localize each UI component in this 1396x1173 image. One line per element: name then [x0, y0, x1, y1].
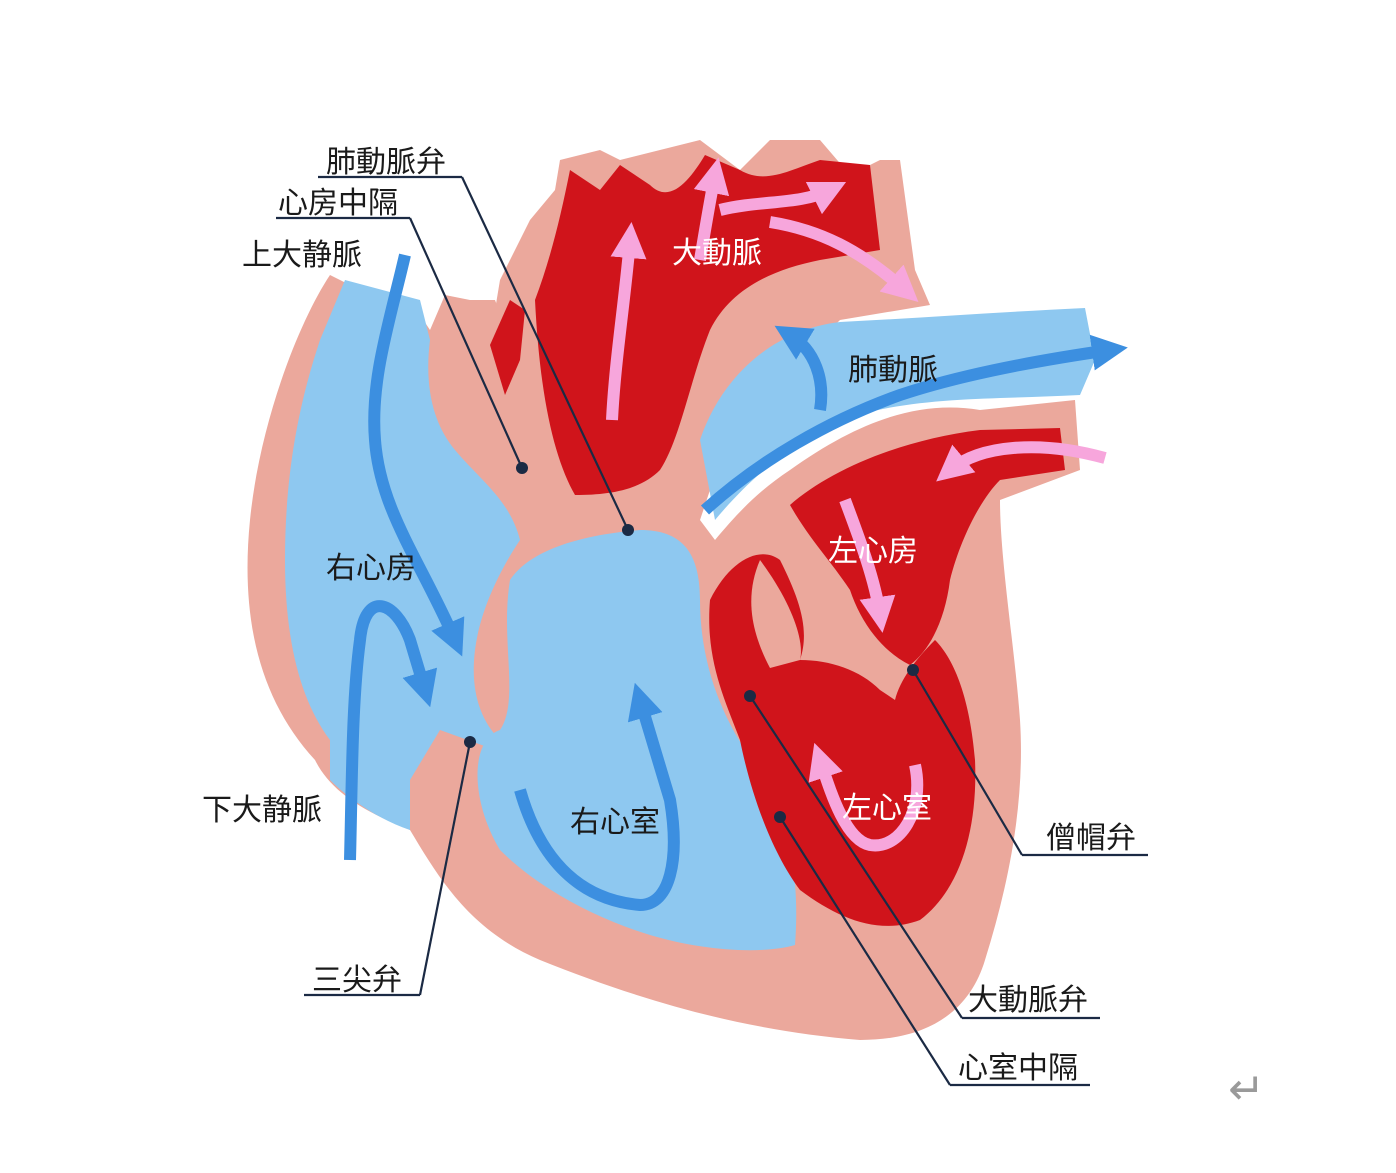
label-pulmonary-valve: 肺動脈弁 [326, 145, 446, 180]
label-ventricular-septum: 心室中隔 [958, 1051, 1078, 1086]
pulmonary-artery-region [700, 308, 1095, 520]
arterial-flow-arrows [606, 157, 1107, 852]
label-inferior-vena-cava: 下大静脈 [202, 793, 322, 828]
venous-flow-arrows [344, 253, 1128, 912]
return-icon: ↵ [1228, 1064, 1265, 1115]
label-aorta: 大動脈 [672, 236, 762, 271]
label-atrial-septum: 心房中隔 [278, 186, 398, 221]
ventricular-septum-marker [774, 811, 786, 823]
atrial-septum-marker [516, 462, 528, 474]
pulmonary-valve-marker [622, 524, 634, 536]
label-right-ventricle: 右心室 [570, 805, 660, 840]
label-pulmonary-artery: 肺動脈 [848, 353, 938, 388]
label-aortic-valve: 大動脈弁 [968, 983, 1088, 1018]
tricuspid-valve-marker [464, 736, 476, 748]
label-left-atrium: 左心房 [828, 534, 918, 569]
aortic-valve-marker [744, 690, 756, 702]
label-tricuspid-valve: 三尖弁 [312, 963, 402, 998]
left-atrium-region [790, 428, 1065, 665]
label-left-ventricle: 左心室 [842, 791, 932, 826]
right-ventricle-region [477, 530, 797, 951]
left-ventricle-region [709, 554, 976, 926]
label-right-atrium: 右心房 [326, 551, 416, 586]
leader-lines [276, 175, 1148, 1087]
label-mitral-valve: 僧帽弁 [1046, 821, 1136, 856]
labels: 肺動脈弁 心房中隔 上大静脈 大動脈 肺動脈 右心房 左心房 下大静脈 右心室 … [202, 145, 1136, 1086]
mitral-valve-marker [907, 664, 919, 676]
label-superior-vena-cava: 上大静脈 [242, 238, 362, 273]
